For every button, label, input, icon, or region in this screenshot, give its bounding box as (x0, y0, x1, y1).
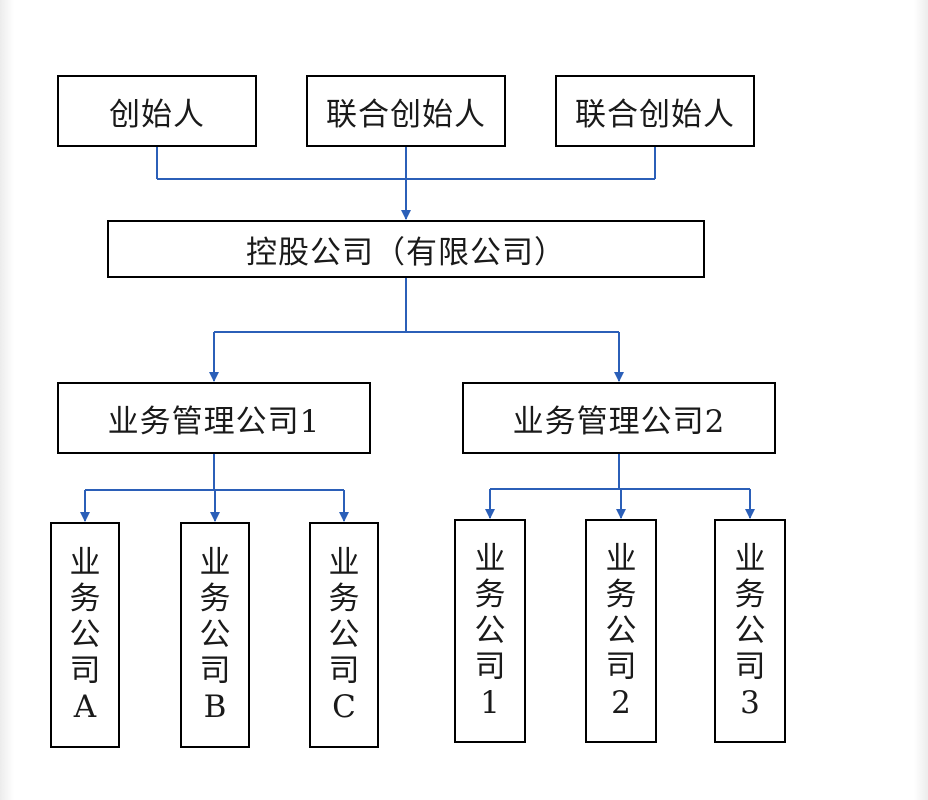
founder-label: 创始人 (109, 96, 205, 133)
management-company-label-1: 业务管理公司1 (107, 403, 321, 440)
management-company-label-2: 业务管理公司2 (512, 403, 726, 440)
management-company-box-2: 业务管理公司2 (462, 382, 776, 454)
founder-box: 创始人 (57, 75, 257, 147)
cofounder-label-2: 联合创始人 (575, 96, 735, 133)
holding-company-box: 控股公司（有限公司） (107, 220, 705, 278)
cofounder-label-1: 联合创始人 (326, 96, 486, 133)
holding-company-label: 控股公司（有限公司） (246, 234, 566, 271)
cofounder-box-2: 联合创始人 (555, 75, 755, 147)
management-company-box-1: 业务管理公司1 (57, 382, 371, 454)
cofounder-box-1: 联合创始人 (306, 75, 506, 147)
